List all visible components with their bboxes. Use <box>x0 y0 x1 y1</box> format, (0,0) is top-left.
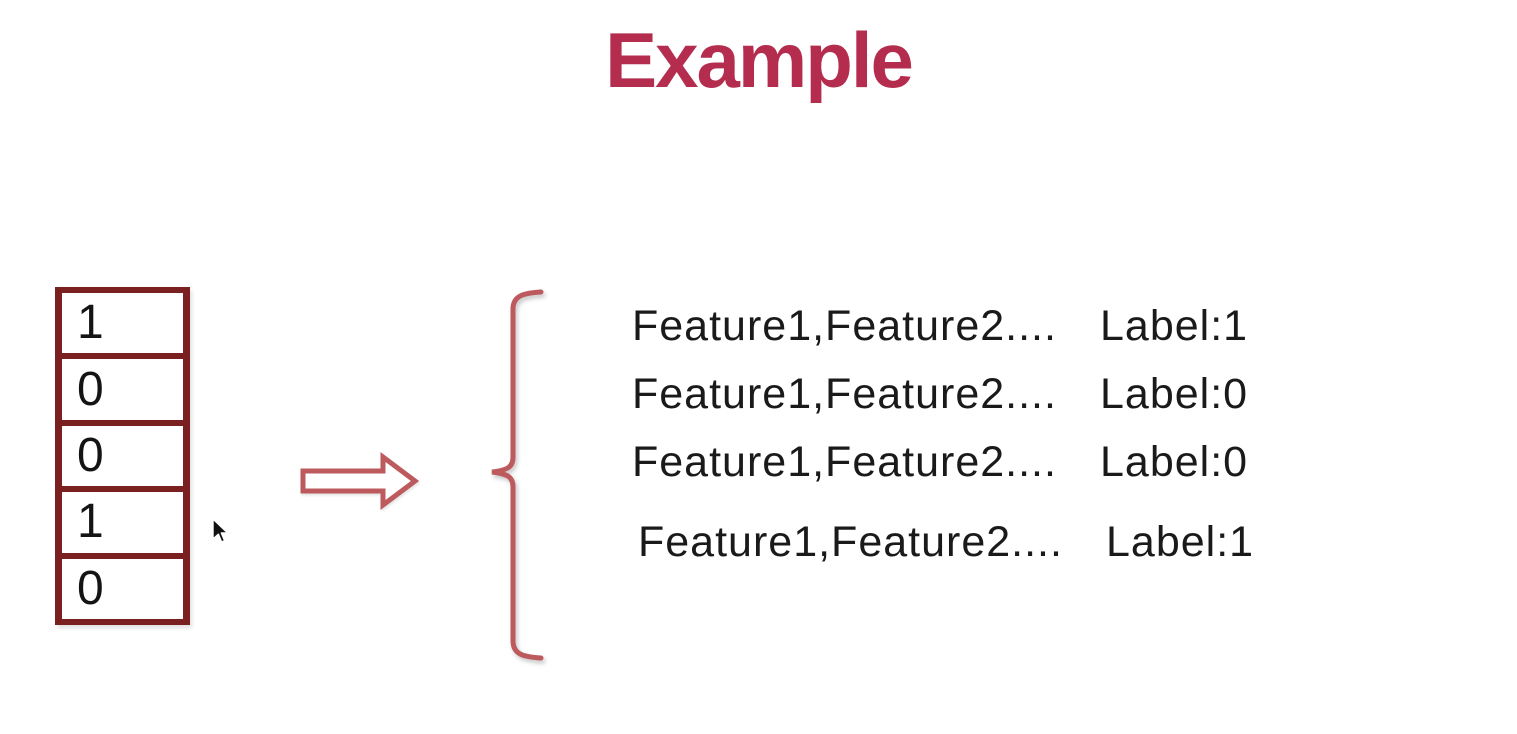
label-text: Label:0 <box>1100 437 1249 486</box>
vector-cell: 1 <box>62 293 183 360</box>
left-brace-icon <box>491 289 544 661</box>
dataset-row: Feature1,Feature2.... Label:0 <box>632 428 1254 496</box>
vector-cell: 0 <box>62 559 183 619</box>
features-text: Feature1,Feature2.... <box>632 301 1057 350</box>
vector-cell-value: 0 <box>77 429 104 483</box>
vector-cell: 0 <box>62 426 183 493</box>
right-arrow-icon <box>300 452 420 510</box>
vector-cell-value: 1 <box>77 296 104 350</box>
vector-cell-value: 0 <box>77 362 104 416</box>
slide-title: Example <box>605 16 914 104</box>
features-text: Feature1,Feature2.... <box>632 437 1057 486</box>
vector-cell-value: 1 <box>77 495 104 549</box>
features-text: Feature1,Feature2.... <box>638 517 1063 566</box>
vector-cell-value: 0 <box>77 561 104 615</box>
mouse-cursor-icon <box>212 518 229 543</box>
label-text: Label:1 <box>1106 517 1255 566</box>
dataset-row: Feature1,Feature2.... Label:1 <box>632 508 1254 576</box>
dataset-row: Feature1,Feature2.... Label:1 <box>632 292 1254 360</box>
label-text: Label:1 <box>1100 301 1249 350</box>
vector-cell: 0 <box>62 359 183 426</box>
label-text: Label:0 <box>1100 369 1249 418</box>
binary-vector-column: 1 0 0 1 0 <box>55 287 190 625</box>
dataset-rows: Feature1,Feature2.... Label:1 Feature1,F… <box>632 292 1254 576</box>
features-text: Feature1,Feature2.... <box>632 369 1057 418</box>
dataset-row: Feature1,Feature2.... Label:0 <box>632 360 1254 428</box>
vector-cell: 1 <box>62 492 183 559</box>
